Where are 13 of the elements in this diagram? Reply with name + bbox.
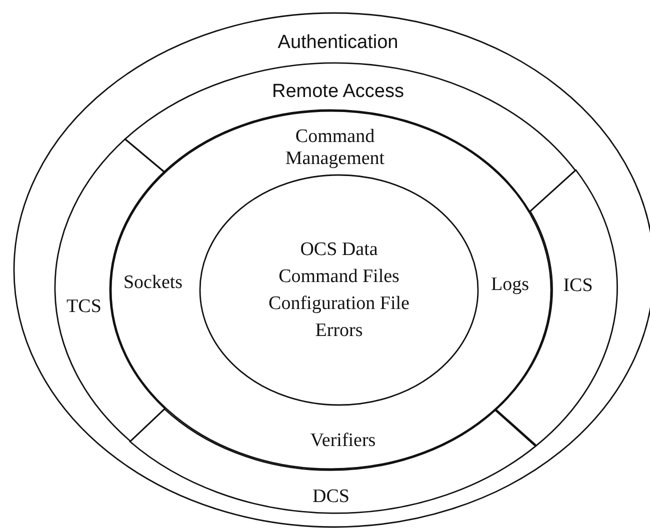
ring-label: Configuration File bbox=[268, 293, 410, 315]
ring-label: OCS Data bbox=[300, 239, 378, 261]
ring-label: Remote Access bbox=[272, 81, 404, 103]
ring-label: TCS bbox=[66, 296, 102, 318]
ring-label: Command Files bbox=[278, 266, 400, 288]
ring-label: Errors bbox=[315, 320, 363, 342]
ring-label: Sockets bbox=[123, 272, 183, 294]
ring-label: Authentication bbox=[278, 32, 398, 54]
ring-label: DCS bbox=[312, 486, 350, 508]
ring-label: Command Management bbox=[284, 126, 386, 170]
ring-label: Logs bbox=[491, 274, 529, 296]
ring-label: Verifiers bbox=[310, 430, 376, 452]
ring-label: ICS bbox=[563, 275, 593, 297]
